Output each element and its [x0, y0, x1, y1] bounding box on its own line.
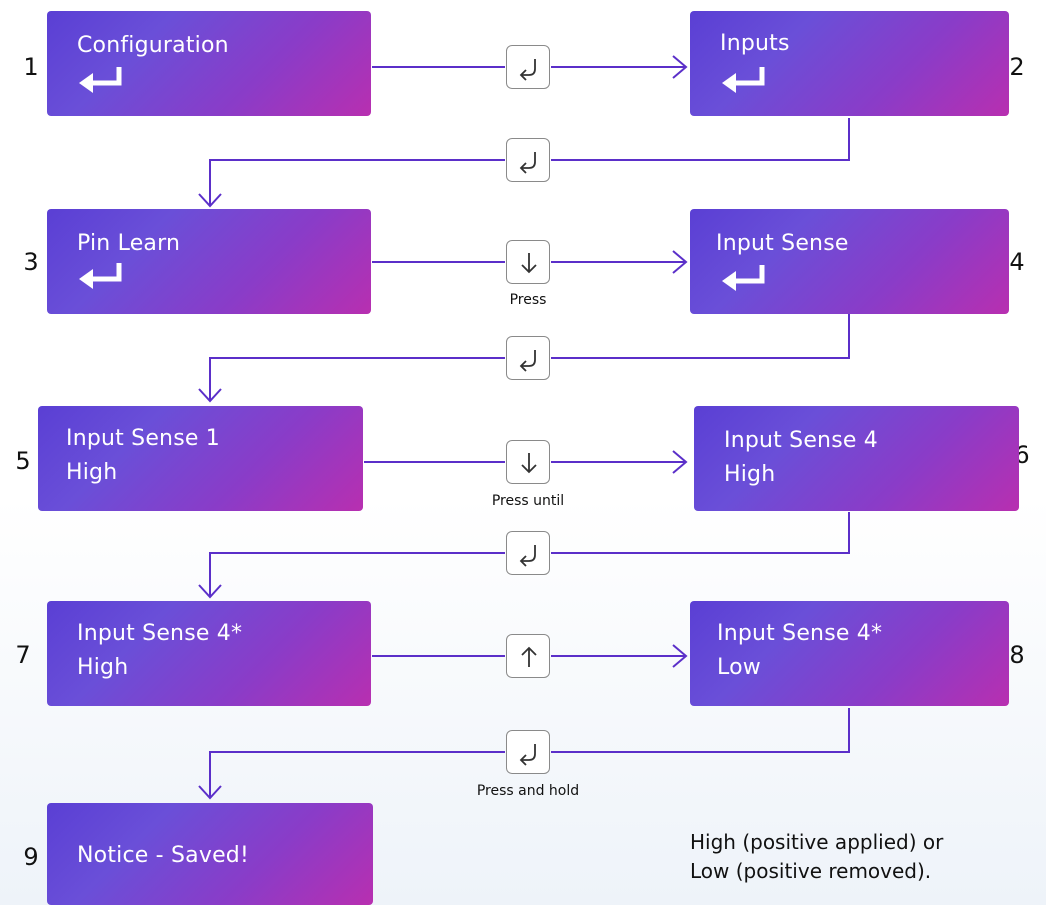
screen-4-label: Input Sense	[716, 231, 849, 256]
screen-1: Configuration	[47, 11, 371, 116]
step-number-8: 8	[1009, 641, 1025, 669]
screen-1-label: Configuration	[77, 33, 229, 58]
key-caption-press-until: Press until	[491, 493, 565, 509]
enter-key-icon	[519, 350, 536, 372]
screen-9-label: Notice - Saved!	[77, 843, 249, 868]
screen-5-line2: High	[66, 460, 118, 485]
down-key-2	[506, 440, 550, 484]
up-arrow-key-icon	[521, 646, 537, 667]
sense-note-line1: High (positive applied) or	[690, 830, 944, 854]
screen-4: Input Sense	[690, 209, 1009, 314]
enter-arrow-icon	[722, 67, 765, 93]
screen-7-line1: Input Sense 4*	[77, 621, 243, 646]
screen-6-line1: Input Sense 4	[724, 428, 878, 453]
step-number-9: 9	[23, 843, 39, 871]
enter-key-3	[506, 336, 550, 380]
screen-5: Input Sense 1 High	[38, 406, 363, 511]
down-key-1	[506, 240, 550, 284]
enter-key-5	[506, 730, 550, 774]
key-caption-press: Press	[509, 292, 547, 308]
enter-key-4	[506, 531, 550, 575]
screen-3: Pin Learn	[47, 209, 371, 314]
key-caption-press-and-hold: Press and hold	[476, 783, 580, 799]
screen-2-label: Inputs	[720, 31, 790, 56]
screen-8-line1: Input Sense 4*	[717, 621, 883, 646]
step-number-5: 5	[15, 447, 31, 475]
screen-7-line2: High	[77, 655, 129, 680]
sense-note: High (positive applied) or Low (positive…	[690, 828, 943, 886]
screen-3-label: Pin Learn	[77, 231, 181, 256]
enter-key-icon	[519, 545, 536, 567]
enter-key-icon	[519, 744, 536, 766]
enter-key-2	[506, 138, 550, 182]
enter-arrow-icon	[722, 265, 765, 291]
screen-8: Input Sense 4* Low	[690, 601, 1009, 706]
enter-arrow-icon	[79, 263, 122, 289]
screen-6: Input Sense 4 High	[694, 406, 1019, 511]
step-number-4: 4	[1009, 248, 1025, 276]
screen-5-line1: Input Sense 1	[66, 426, 220, 451]
step-number-7: 7	[15, 641, 31, 669]
enter-key-icon	[519, 59, 536, 81]
down-arrow-key-icon	[521, 453, 537, 474]
enter-key-icon	[519, 152, 536, 174]
screen-9: Notice - Saved!	[47, 803, 373, 905]
step-number-1: 1	[23, 53, 39, 81]
up-key-1	[506, 634, 550, 678]
screen-2: Inputs	[690, 11, 1009, 116]
enter-arrow-icon	[79, 67, 122, 93]
sense-note-line2: Low (positive removed).	[690, 859, 932, 883]
screen-8-line2: Low	[717, 655, 761, 680]
screen-7: Input Sense 4* High	[47, 601, 371, 706]
step-number-2: 2	[1009, 53, 1025, 81]
enter-key-1	[506, 45, 550, 89]
down-arrow-key-icon	[521, 253, 537, 274]
screen-6-line2: High	[724, 462, 776, 487]
step-number-3: 3	[23, 248, 39, 276]
